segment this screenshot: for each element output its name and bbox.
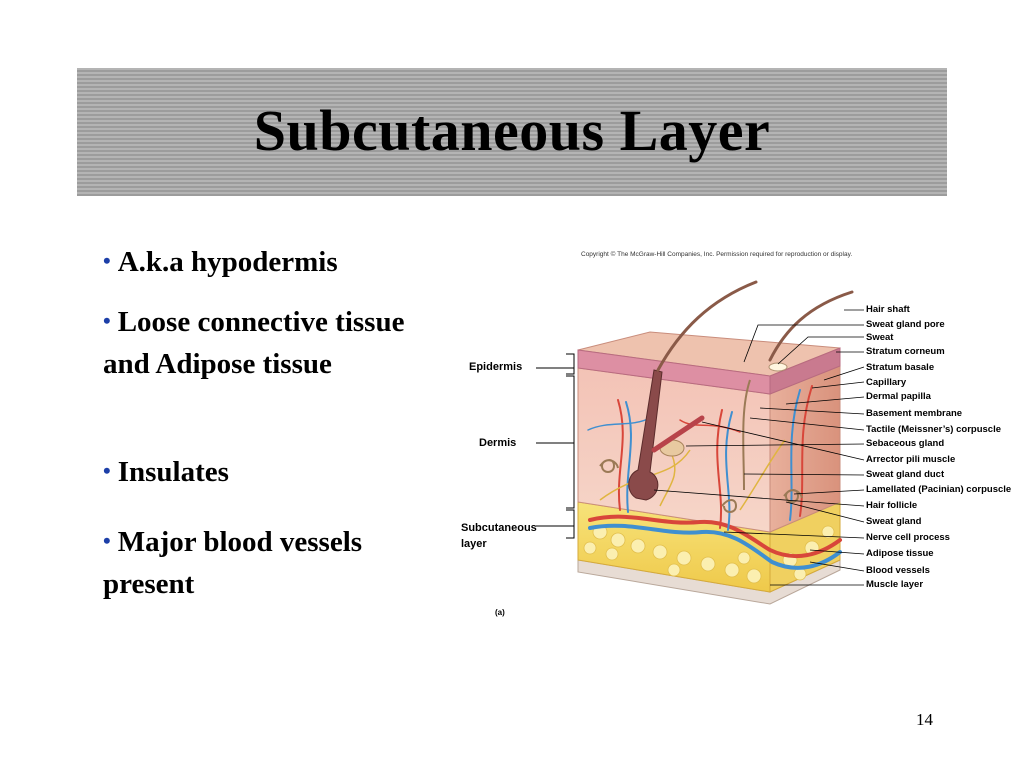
bullet-item: • Insulates [103,452,433,494]
label-stratum-basale: Stratum basale [866,362,934,373]
label-stratum-corneum: Stratum corneum [866,346,945,357]
label-dermis: Dermis [479,437,516,449]
label-tactile-corpuscle: Tactile (Meissner’s) corpuscle [866,424,1001,435]
label-hair-follicle: Hair follicle [866,500,917,511]
label-dermal-papilla: Dermal papilla [866,391,931,402]
label-sebaceous-gland: Sebaceous gland [866,438,944,449]
label-arrector-pili-muscle: Arrector pili muscle [866,454,955,465]
bullet-text: Loose connective tissue and Adipose tiss… [103,306,404,380]
label-muscle-layer: Muscle layer [866,579,923,590]
layer-brackets [536,354,574,538]
slide-title: Subcutaneous Layer [254,97,771,164]
skin-diagram: Epidermis Dermis Subcutaneous layer (a) … [440,270,1024,630]
bullet-text: A.k.a hypodermis [118,246,338,278]
bullet-item: •Major blood vessels present [103,522,433,604]
label-sweat: Sweat [866,332,893,343]
panel-label: (a) [495,608,505,617]
label-sweat-gland: Sweat gland [866,516,921,527]
label-adipose-tissue: Adipose tissue [866,548,934,559]
bullet-dot-icon: • [103,248,111,273]
bullet-dot-icon: • [103,458,111,483]
sweat-droplet [769,363,787,371]
label-nerve-cell-process: Nerve cell process [866,532,950,543]
label-blood-vessels: Blood vessels [866,565,930,576]
label-subcutaneous: Subcutaneous [461,522,537,534]
label-subcutaneous-layer: layer [461,538,487,550]
label-sweat-gland-pore: Sweat gland pore [866,319,945,330]
label-hair-shaft: Hair shaft [866,304,910,315]
label-sweat-gland-duct: Sweat gland duct [866,469,944,480]
bullet-text: Insulates [118,456,229,488]
label-basement-membrane: Basement membrane [866,408,962,419]
page-number: 14 [916,710,933,730]
bullet-dot-icon: • [103,528,111,553]
label-epidermis: Epidermis [469,361,522,373]
title-bar: Subcutaneous Layer [77,68,947,196]
label-lamellated-corpuscle: Lamellated (Pacinian) corpuscle [866,484,1011,495]
bullet-text: Major blood vessels present [103,526,362,600]
bullet-dot-icon: • [103,308,111,333]
copyright-notice: Copyright © The McGraw-Hill Companies, I… [581,251,852,258]
bullet-item: •Loose connective tissue and Adipose tis… [103,302,433,384]
bullet-item: • A.k.a hypodermis [103,242,433,284]
label-capillary: Capillary [866,377,906,388]
